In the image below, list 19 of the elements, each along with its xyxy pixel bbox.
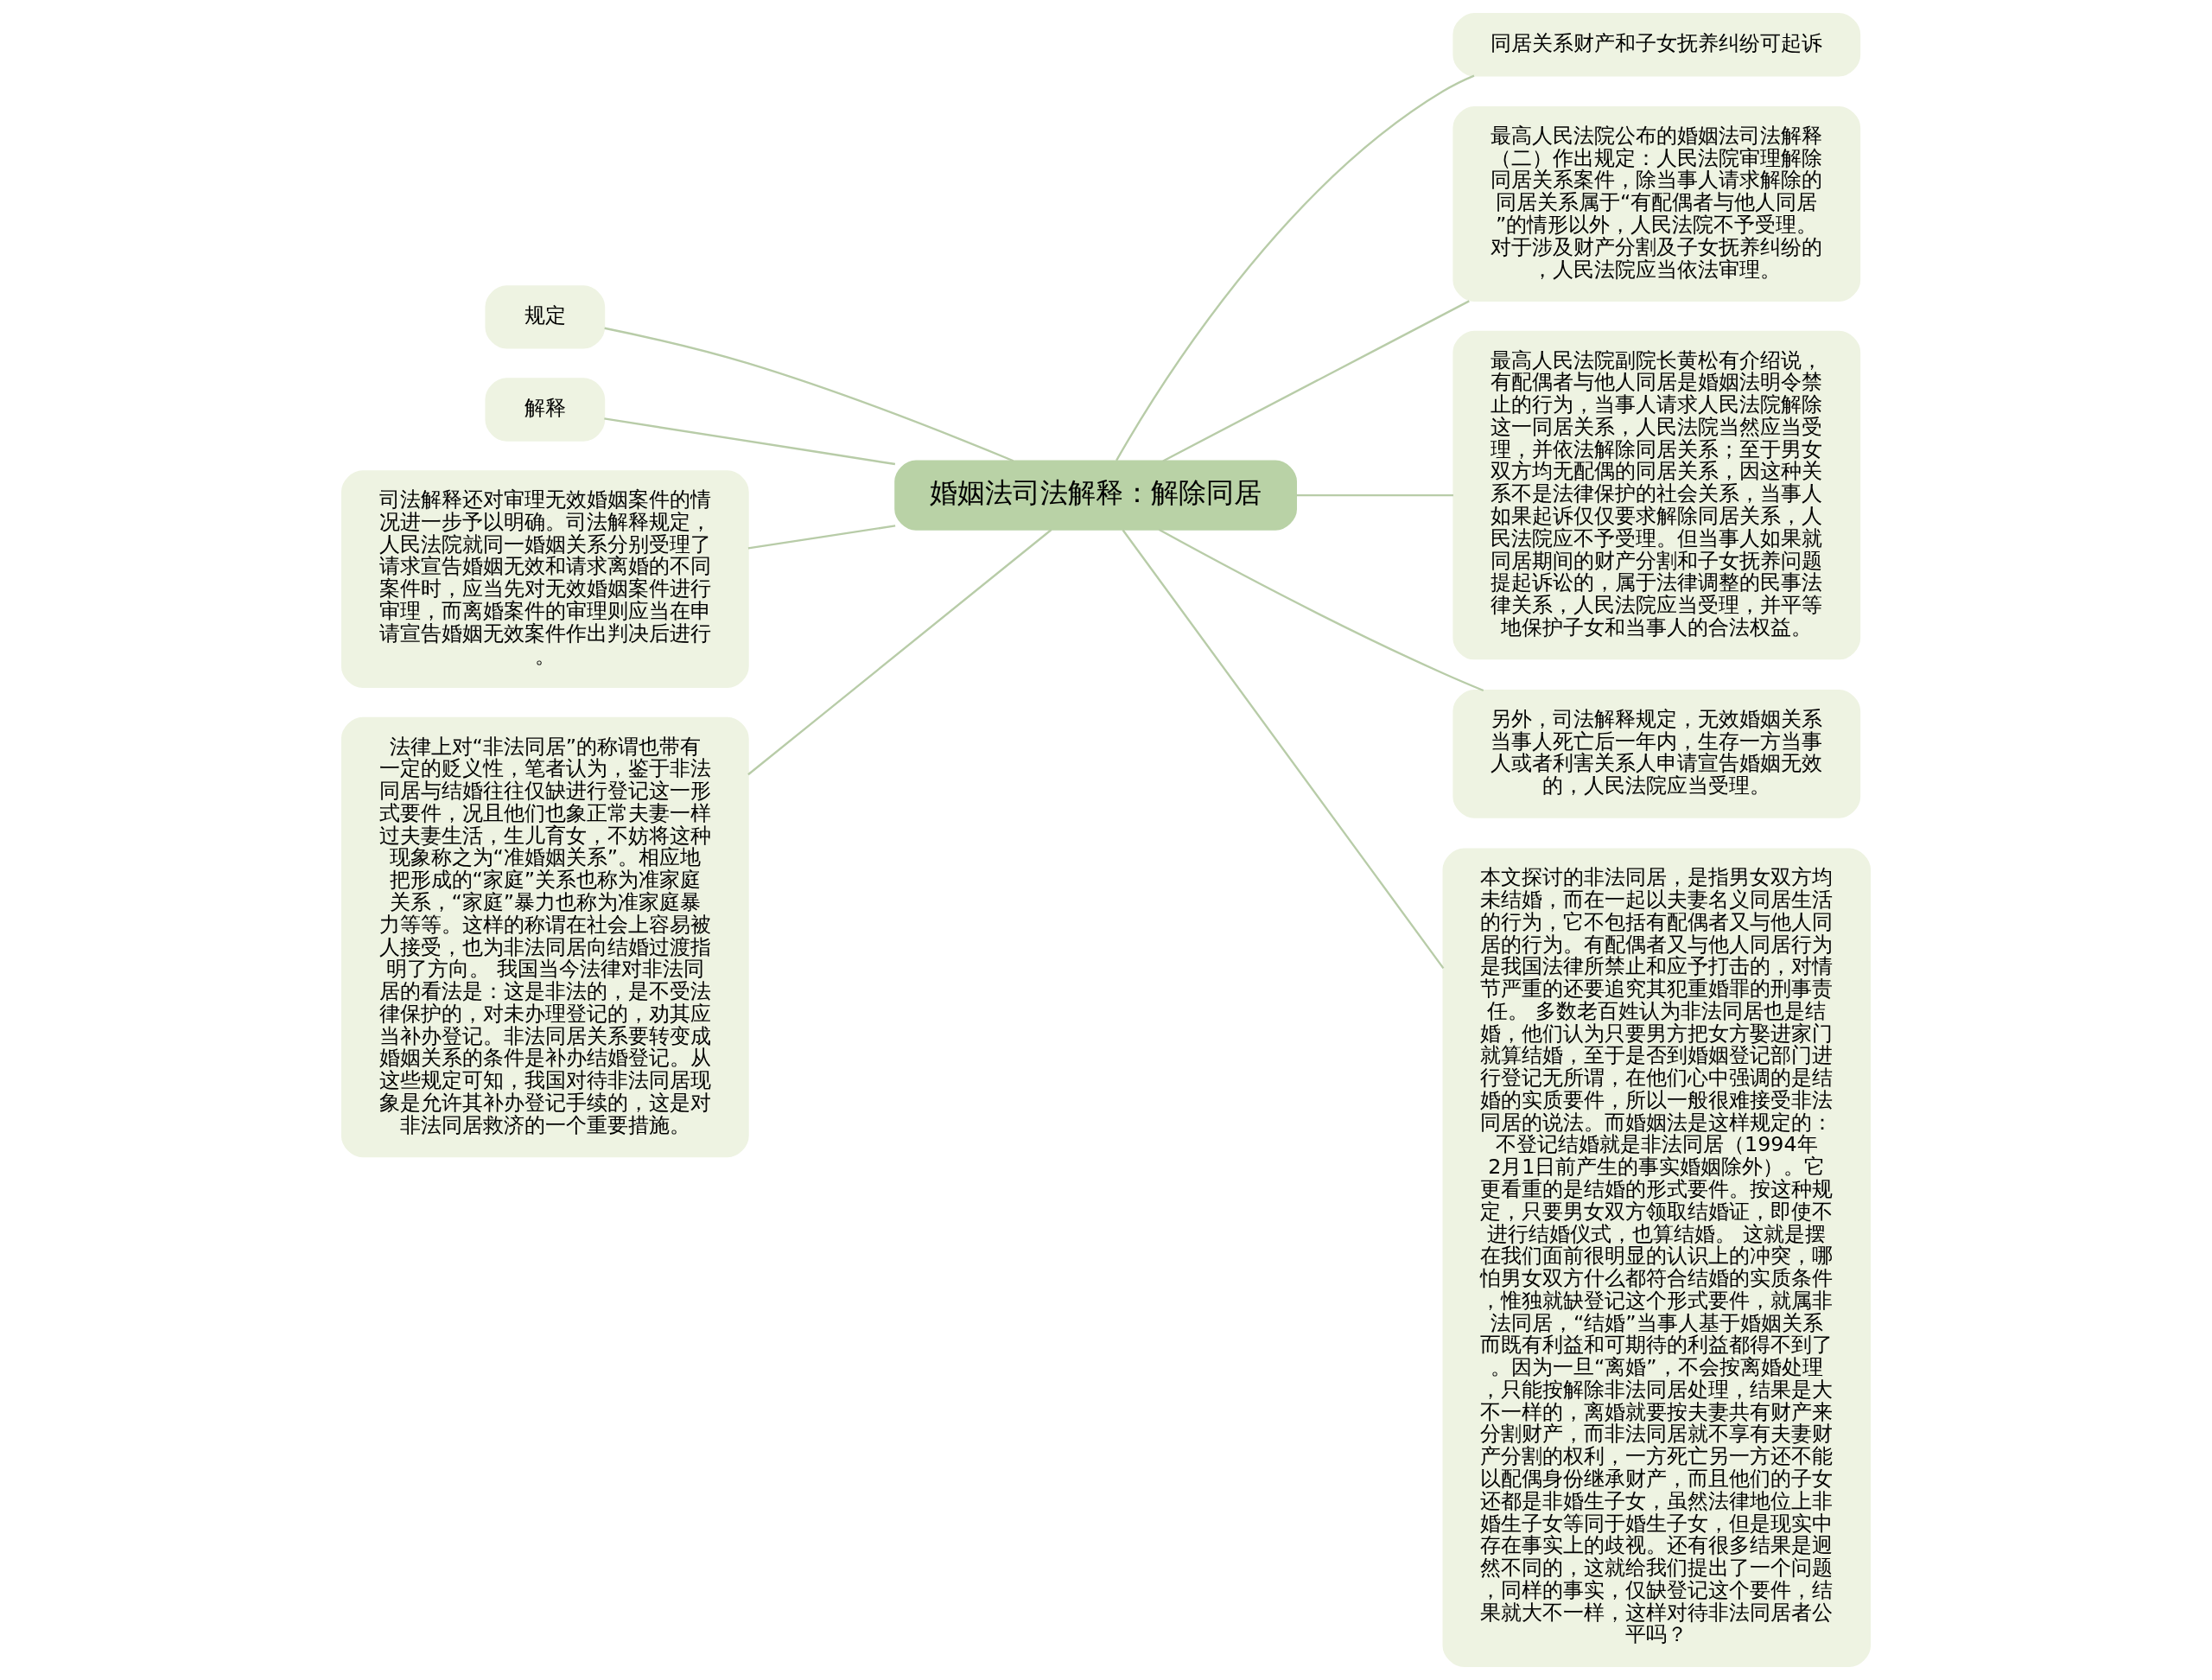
node-box: 本文探讨的非法同居，是指男女双方均未结婚，而在一起以夫妻名义同居生活的行为，它不包括有配偶者又与他人同居的行为。有配偶者又与他人同居行为是我国法律所禁止和应予打击的，对情节严重的还要追究其犯重婚罪的刑事责任。 多数老百姓认为非法同居也是结婚，他们认为只要男方把女方娶进家门就算结婚，至于是否到婚姻登记部门进行登记无所谓，在他们心中强调的是结婚的实质要件，所以一般很难接受非法同居的说法。而婚姻法是这样规定的：不登记结婚就是非法同居（1994年2月1日前产生的事实婚姻除外）。它更看重的是结婚的形式要件。按这种规定，只要男女双方领取结婚证，即使不进行结婚仪式，也算结婚。 这就是摆在我们面前很明显的认识上的冲突，哪怕男女双方什么都符合结婚的实质条件，惟独就缺登记这个形式要件，就属非法同居，“结婚”当事人基于婚姻关系而既有利益和可期待的利益都得不到了。因为一旦“离婚”，不会按离婚处理，只能按解除非法同居处理，结果是大不一样的，离婚就要按夫妻共有财产来分割财产，而非法同居就不享有夫妻财产分割的权利，一方死亡另一方还不能以配偶身份继承财产，而且他们的子女还都是非婚生子女，虽然法律地位上非婚生子女等同于婚生子女，但是现实中存在事实上的歧视。还有很多结果是迥然不同的，这就给我们提出了一个问题，同样的事实，仅缺登记这个要件，结果就大不一样，这样对待非法同居者公平吗？ xyxy=(1442,848,1872,1667)
connector xyxy=(1162,300,1470,462)
node-box: 司法解释还对审理无效婚姻案件的情况进一步予以明确。司法解释规定，人民法院就同一婚姻关系分别受理了请求宣告婚姻无效和请求离婚的不同案件时，应当先对无效婚姻案件进行审理，而离婚案件的审理则应当在申请宣告婚姻无效案件作出判决后进行。 xyxy=(340,470,749,689)
node-box: 规定 xyxy=(485,285,606,349)
connector xyxy=(1116,74,1475,461)
connector xyxy=(604,417,896,466)
node-box: 解释 xyxy=(485,378,606,442)
connector xyxy=(747,529,1052,776)
node-box: 婚姻法司法解释：解除同居 xyxy=(894,460,1297,531)
connector xyxy=(604,327,1014,462)
node-box: 法律上对“非法同居”的称谓也带有一定的贬义性，笔者认为，鉴于非法同居与结婚往往仅缺进行登记这一形式要件，况且他们也象正常夫妻一样过夫妻生活，生儿育女，不妨将这种现象称之为“准婚姻关系”。相应地把形成的“家庭”关系也称为准家庭关系，“家庭”暴力也称为准家庭暴力等等。这样的称谓在社会上容易被人接受，也为非法同居向结婚过渡指明了方向。 我国当今法律对非法同居的看法是：这是非法的，是不受法律保护的，对未办理登记的，劝其应当补办登记。非法同居关系要转变成婚姻关系的条件是补办结婚登记。从这些规定可知，我国对待非法同居现象是允许其补办登记手续的，这是对非法同居救济的一个重要措施。 xyxy=(340,716,749,1158)
node-box: 另外，司法解释规定，无效婚姻关系当事人死亡后一年内，生存一方当事人或者利害关系人申请宣告婚姻无效的，人民法院应当受理。 xyxy=(1452,690,1861,818)
connector xyxy=(1158,528,1484,692)
node-box: 同居关系财产和子女抚养纠纷可起诉 xyxy=(1452,13,1861,77)
node-box: 最高人民法院公布的婚姻法司法解释（二）作出规定：人民法院审理解除同居关系案件，除当事人请求解除的同居关系属于“有配偶者与他人同居”的情形以外，人民法院不予受理。对于涉及财产分割及子女抚养纠纷的，人民法院应当依法审理。 xyxy=(1452,106,1861,302)
connector xyxy=(1122,529,1445,970)
connector xyxy=(747,525,896,550)
node-box: 最高人民法院副院长黄松有介绍说，有配偶者与他人同居是婚姻法明令禁止的行为，当事人请求人民法院解除这一同居关系，人民法院当然应当受理，并依法解除同居关系；至于男女双方均无配偶的同居关系，因这种关系不是法律保护的社会关系，当事人如果起诉仅仅要求解除同居关系，人民法院应不予受理。但当事人如果就同居期间的财产分割和子女抚养问题提起诉讼的，属于法律调整的民事法律关系，人民法院应当受理，并平等地保护子女和当事人的合法权益。 xyxy=(1452,330,1861,660)
connector xyxy=(1296,493,1453,497)
